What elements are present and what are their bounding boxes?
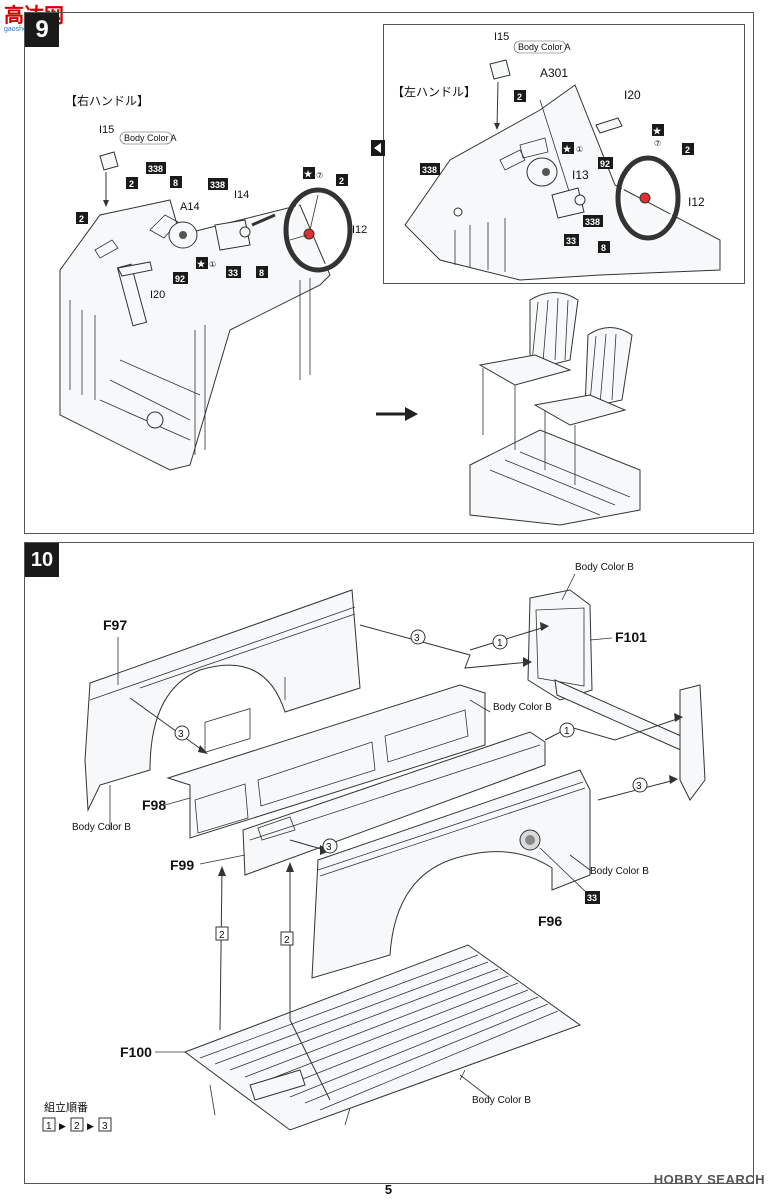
next-arrow	[376, 407, 418, 421]
lhd-title: 【左ハンドル】	[392, 84, 476, 99]
step-10-number: 10	[25, 543, 59, 577]
part-f101: F101	[615, 629, 647, 645]
lhd-paint-2a: 2	[517, 92, 522, 102]
rhd-part-a14: A14	[180, 201, 200, 213]
rhd-parts	[99, 151, 353, 273]
rhd-paint-8a: 8	[173, 178, 178, 188]
lhd-color-a: Body Color A	[518, 42, 571, 52]
page-number: 5	[384, 1182, 393, 1197]
rhd-circ7: ⑦	[316, 171, 323, 180]
bed-panels-drawing	[84, 589, 706, 1131]
lhd-star-a: ★	[653, 126, 662, 136]
seq-1-b: 1	[564, 726, 570, 737]
seq-1-a: 1	[497, 638, 503, 649]
rhd-paint-33: 33	[228, 268, 238, 278]
brand-watermark: HOBBY SEARCH	[653, 1172, 765, 1187]
rhd-paint-2a: 2	[129, 179, 134, 189]
lhd-part-i12: I12	[688, 195, 705, 209]
step-9-panel: 9	[24, 12, 754, 534]
rhd-circ1: ①	[209, 260, 216, 269]
lhd-cab-drawing	[404, 84, 721, 281]
lhd-part-a301: A301	[540, 66, 568, 80]
rhd-paint-338b: 338	[210, 180, 225, 190]
color-b-f96: Body Color B	[590, 866, 649, 877]
rhd-part-i15: I15	[99, 124, 114, 136]
lhd-part-i15: I15	[494, 31, 509, 43]
site-logo-sub: gaoshou.net	[4, 26, 43, 33]
seq-3-d: 3	[326, 842, 332, 853]
part-f98: F98	[142, 797, 166, 813]
rhd-paint-338a: 338	[148, 164, 163, 174]
seq-3-b: 3	[178, 729, 184, 740]
rhd-star-a: ★	[304, 169, 313, 179]
color-b-f97: Body Color B	[72, 822, 131, 833]
order-title: 組立順番	[44, 1100, 88, 1114]
rhd-paint-2c: 2	[339, 176, 344, 186]
rhd-star-b: ★	[197, 259, 206, 269]
sequence-markers: 3 1 3 1 3 3 2 2	[174, 629, 648, 946]
order-step-1: 1	[46, 1121, 52, 1132]
lhd-paint-338b: 338	[585, 217, 600, 227]
lhd-paint-2b: 2	[685, 145, 690, 155]
lhd-part-i13: I13	[572, 168, 589, 182]
order-sep-1: ▶	[59, 1121, 66, 1131]
rhd-color-a: Body Color A	[124, 133, 177, 143]
rhd-part-i20: I20	[150, 289, 165, 301]
rhd-part-i14: I14	[234, 189, 249, 201]
lhd-circ7: ⑦	[654, 139, 661, 148]
order-step-2: 2	[74, 1121, 80, 1132]
lhd-paint-33: 33	[566, 236, 576, 246]
seq-3-a: 3	[414, 633, 420, 644]
seq-2-b: 2	[284, 935, 290, 946]
order-step-3: 3	[102, 1121, 108, 1132]
step-9-number: 9	[25, 13, 59, 47]
part-f100: F100	[120, 1044, 152, 1060]
lhd-star-b: ★	[563, 144, 572, 154]
lhd-circ1: ①	[576, 145, 583, 154]
lhd-paint-8: 8	[601, 243, 606, 253]
lhd-parts	[489, 59, 681, 241]
rhd-paint-2b: 2	[79, 214, 84, 224]
part-f96: F96	[538, 913, 562, 929]
color-b-f100: Body Color B	[472, 1095, 531, 1106]
part-f97: F97	[103, 617, 127, 633]
lhd-part-i20: I20	[624, 88, 641, 102]
color-b-f101: Body Color B	[575, 562, 634, 573]
part-f99: F99	[170, 857, 194, 873]
step-10-panel: 10	[24, 542, 754, 1184]
rhd-part-i12: I12	[352, 224, 367, 236]
seats-drawing	[469, 292, 641, 526]
color-b-f98: Body Color B	[493, 702, 552, 713]
rhd-paint-92: 92	[175, 274, 185, 284]
lhd-paint-338a: 338	[422, 165, 437, 175]
seq-3-c: 3	[636, 781, 642, 792]
lhd-paint-92: 92	[600, 159, 610, 169]
paint-33-f96: 33	[587, 893, 597, 903]
rhd-title: 【右ハンドル】	[65, 93, 149, 108]
rhd-paint-8b: 8	[259, 268, 264, 278]
seq-2-a: 2	[219, 930, 225, 941]
order-sep-2: ▶	[87, 1121, 94, 1131]
